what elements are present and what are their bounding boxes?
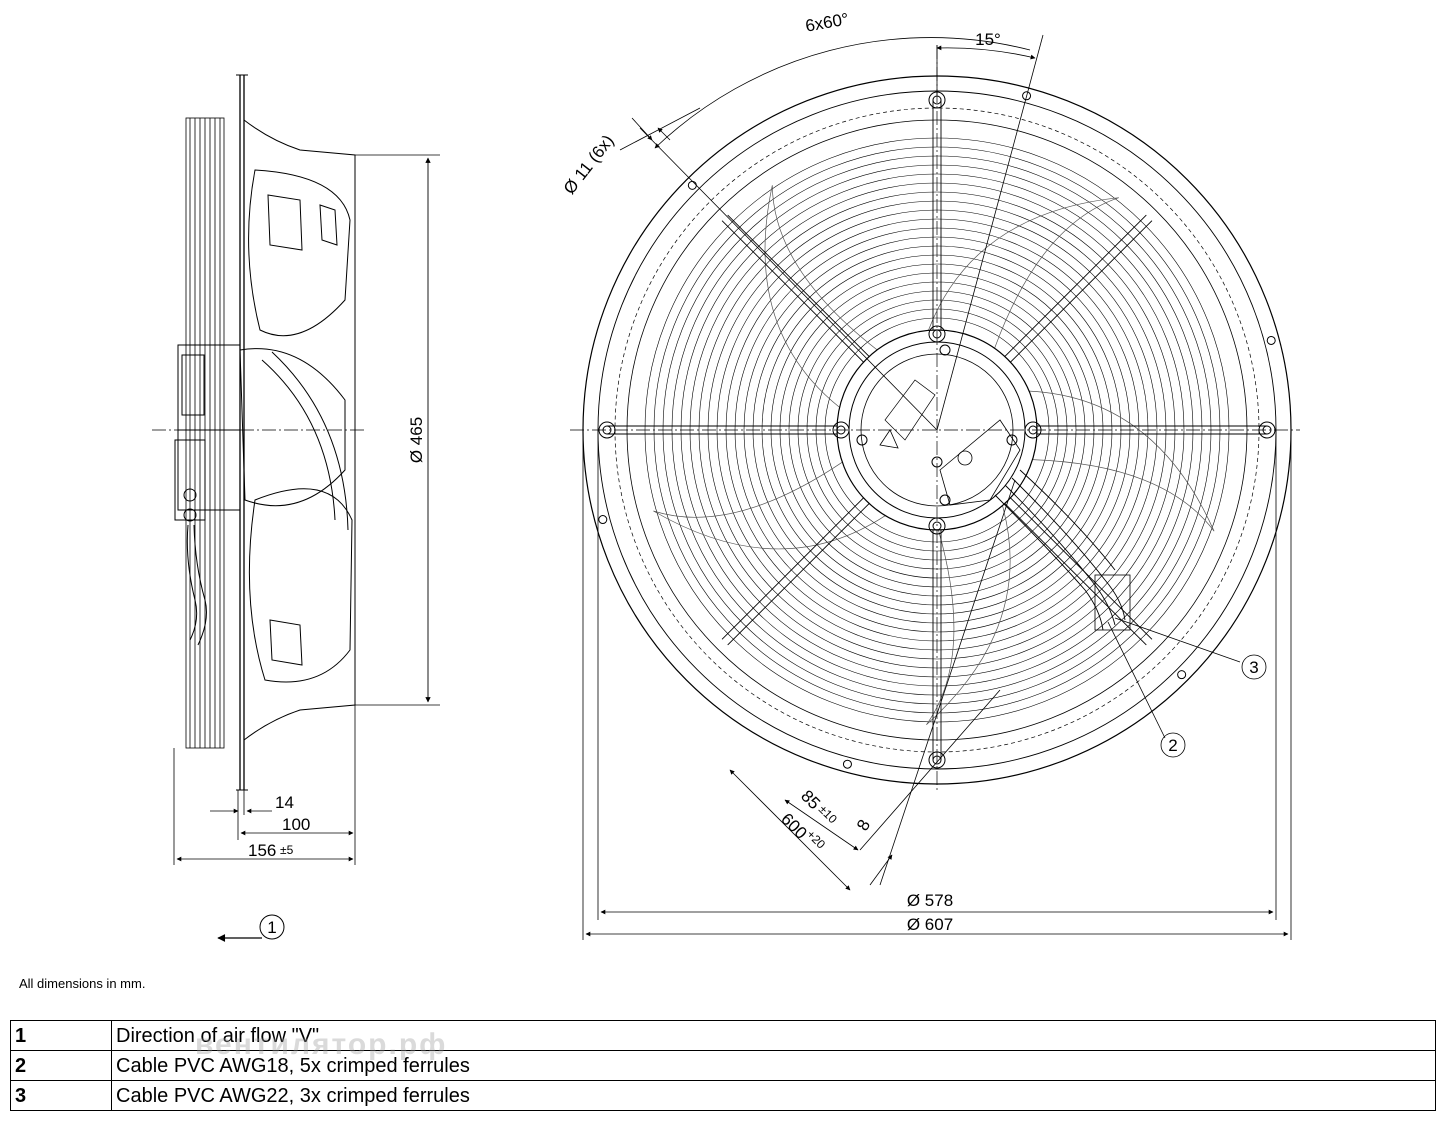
table-row: 3 Cable PVC AWG22, 3x crimped ferrules: [10, 1080, 1436, 1111]
guard-ring: [662, 155, 1212, 705]
guard-ring: [725, 218, 1149, 642]
dim-156-tolerance: ±5: [280, 843, 294, 857]
dim-465-label: Ø 465: [407, 417, 426, 463]
screw-icon: [1262, 425, 1272, 435]
fan-blade: [926, 505, 1011, 726]
guard-ring: [815, 308, 1059, 552]
guard-ring: [671, 164, 1203, 696]
table-row: 2 Cable PVC AWG18, 5x crimped ferrules: [10, 1050, 1436, 1081]
guard-ring: [806, 299, 1068, 561]
side-blades: [239, 169, 353, 683]
screw-icon: [836, 425, 846, 435]
screw-icon: [932, 95, 942, 105]
guard-spoke: [1010, 497, 1153, 640]
dims-depth: [173, 705, 356, 865]
mounting-screws: [598, 91, 1276, 769]
callout-3-label: 3: [1249, 658, 1258, 677]
callout-1-circle: [259, 914, 285, 940]
fan-blade: [764, 185, 878, 408]
guard-ring: [779, 272, 1095, 588]
guard-spoke: [721, 497, 864, 640]
legend-number: 2: [10, 1050, 112, 1081]
table-row: 1 Direction of air flow "V": [10, 1020, 1436, 1051]
guard-ring: [770, 263, 1104, 597]
side-guard: [185, 117, 225, 749]
technical-drawing: Ø 465 14 100 156 ±5 1: [152, 9, 1300, 942]
screw-icon: [928, 517, 946, 535]
hole-label: Ø 11 (6x): [560, 131, 618, 198]
fan-blade: [928, 197, 1119, 349]
dim-465: [355, 154, 440, 706]
angle-15-label: 15°: [975, 30, 1001, 49]
callout-1-label: 1: [267, 918, 276, 937]
cable-length-dims: [729, 479, 1016, 891]
dim-156-label: 156: [248, 841, 276, 860]
flange-hole-icon: [1266, 335, 1276, 345]
guard-ring: [689, 182, 1185, 678]
screw-icon: [598, 421, 616, 439]
guard-ring: [752, 245, 1122, 615]
dia-578-label: Ø 578: [907, 891, 953, 910]
callout-2-label: 2: [1168, 736, 1177, 755]
guard-ring: [761, 254, 1113, 606]
guard-spoke: [721, 220, 864, 363]
guard-ring: [680, 173, 1194, 687]
fan-blade: [653, 461, 886, 550]
legend-text: Direction of air flow "V": [111, 1020, 1436, 1051]
flange-hole-icon: [1022, 91, 1032, 101]
screw-icon: [1024, 421, 1042, 439]
callout-leaders: [1107, 617, 1267, 758]
angle-6x60-label: 6x60°: [804, 9, 850, 35]
diameter-dims: [582, 430, 1292, 940]
front-view: [570, 34, 1300, 940]
units-note: All dimensions in mm.: [19, 976, 146, 991]
screw-icon: [932, 521, 942, 531]
dim-14-label: 14: [275, 793, 294, 812]
screw-icon: [832, 421, 850, 439]
legend-number: 3: [10, 1080, 112, 1111]
legend-number: 1: [10, 1020, 112, 1051]
flange-hole-icon: [598, 515, 608, 525]
legend-text: Cable PVC AWG22, 3x crimped ferrules: [111, 1080, 1436, 1111]
legend-text: Cable PVC AWG18, 5x crimped ferrules: [111, 1050, 1436, 1081]
screw-icon: [1028, 425, 1038, 435]
guard-spoke: [1010, 220, 1153, 363]
guard-spoke: [1004, 214, 1147, 357]
screw-icon: [1258, 421, 1276, 439]
guard-ring: [644, 137, 1230, 723]
cables: [994, 469, 1131, 631]
flange-hole-icon: [1177, 670, 1187, 680]
screw-icon: [928, 325, 946, 343]
angle-dims: [619, 34, 1044, 431]
guard-spokes: [607, 100, 1267, 760]
dim-8-label: 8: [853, 816, 874, 834]
guard-ring: [788, 281, 1086, 579]
front-blades: [653, 185, 1215, 726]
guard-ring: [707, 200, 1167, 660]
guard-spoke: [727, 503, 870, 646]
cable-85-tolerance: ±10: [816, 802, 840, 826]
guard-ring: [698, 191, 1176, 669]
screw-icon: [928, 751, 946, 769]
guard-ring: [716, 209, 1158, 651]
screw-icon: [932, 329, 942, 339]
guard-ring: [797, 290, 1077, 570]
flange-hole-icon: [687, 180, 697, 190]
flange-hole-icon: [842, 759, 852, 769]
guard-spoke: [727, 214, 870, 357]
guard-ring: [824, 317, 1050, 543]
dia-607-label: Ø 607: [907, 915, 953, 934]
guard-ring: [743, 236, 1131, 624]
side-motor: [174, 344, 241, 646]
legend-table: 1 Direction of air flow "V" 2 Cable PVC …: [10, 1020, 1436, 1111]
fan-blade: [1029, 390, 1215, 532]
dim-100-label: 100: [282, 815, 310, 834]
side-view: [152, 74, 440, 942]
guard-spoke: [1004, 503, 1147, 646]
screw-icon: [602, 425, 612, 435]
screw-icon: [932, 755, 942, 765]
